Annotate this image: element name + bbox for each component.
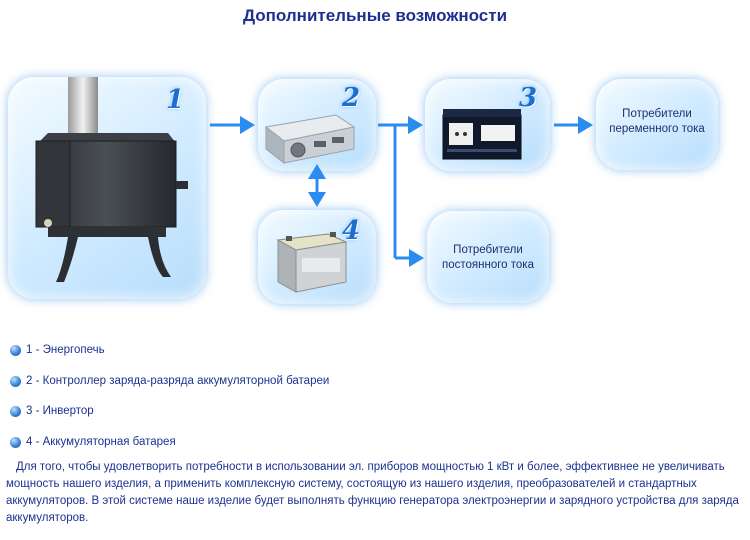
stove-image xyxy=(35,77,188,282)
stove-box: 1 xyxy=(8,77,206,299)
battery-image xyxy=(276,232,348,293)
bullet-icon xyxy=(10,436,21,448)
box-number-3: 3 xyxy=(519,83,538,113)
ac-consumers-line1: Потребители xyxy=(622,108,692,120)
bullet-icon xyxy=(10,375,21,387)
dc-consumers-box: Потребители постоянного тока xyxy=(427,211,549,303)
box-number-4: 4 xyxy=(342,216,361,246)
bullet-icon xyxy=(10,405,21,417)
controller-image xyxy=(264,114,356,165)
inverter-box: 3 xyxy=(425,79,550,171)
bullet-icon xyxy=(10,344,21,356)
legend-item: 2 - Контроллер заряда-разряда аккумулято… xyxy=(10,373,329,389)
page-title: Дополнительные возможности xyxy=(242,6,508,25)
legend-item: 4 - Аккумуляторная батарея xyxy=(10,434,176,450)
dc-consumers-line1: Потребители xyxy=(453,244,523,256)
legend-item: 3 - Инвертор xyxy=(10,403,94,419)
controller-box: 2 xyxy=(258,79,376,171)
ac-consumers-box: Потребители переменного тока xyxy=(596,79,718,170)
battery-box: 4 xyxy=(258,210,376,304)
ac-consumers-line2: переменного тока xyxy=(609,123,705,135)
legend-item: 1 - Энергопечь xyxy=(10,342,105,358)
inverter-image xyxy=(442,109,522,160)
description-paragraph: Для того, чтобы удовлетворить потребност… xyxy=(6,461,739,524)
box-number-1: 1 xyxy=(166,85,185,115)
box-number-2: 2 xyxy=(342,83,361,113)
dc-consumers-line2: постоянного тока xyxy=(442,259,534,271)
